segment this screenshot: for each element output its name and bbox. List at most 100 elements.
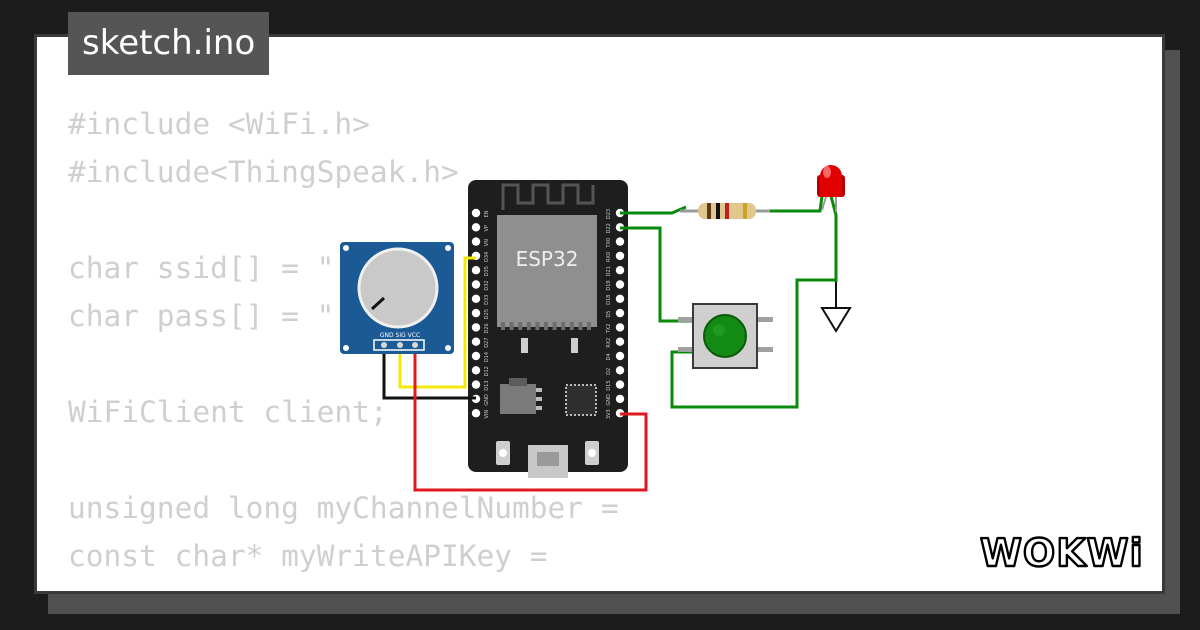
pin-label: VP [484, 225, 490, 231]
module-pads [501, 322, 591, 330]
header-pin-d15 [615, 380, 625, 389]
module-pad [569, 322, 574, 330]
antenna-trace [501, 183, 595, 210]
header-pin-vp [471, 223, 481, 232]
wire-resistor-led [768, 195, 824, 213]
pin-label: D13 [484, 380, 490, 390]
pin-label: D12 [484, 366, 490, 376]
pin-label: TX0 [606, 238, 612, 249]
pin-label: D15 [606, 380, 612, 390]
regulator-tab [509, 378, 527, 386]
module-pad [509, 322, 514, 330]
usb-uart-chip [565, 384, 597, 416]
header-pin-tx0 [615, 237, 625, 246]
led-red [817, 165, 845, 212]
potentiometer: GND SIG VCC [340, 242, 454, 354]
wire-gnd-black [382, 345, 476, 400]
regulator-leg [536, 397, 542, 401]
filename-tab: sketch.ino [68, 12, 270, 75]
module-pad [587, 322, 591, 330]
pin-label: D25 [484, 309, 490, 319]
pot-pin-labels: GND SIG VCC [380, 332, 420, 339]
wire-vcc-red [413, 345, 648, 492]
pin-label: D4 [606, 353, 612, 360]
code-line: unsigned long myChannelNumber = [68, 491, 637, 525]
header-pin-d14 [471, 351, 481, 361]
pin-label: D5 [606, 311, 612, 318]
code-line: WiFiClient client; [68, 395, 388, 429]
header-pin-en [471, 208, 481, 218]
header-pin-d32 [471, 280, 481, 289]
pin-label: VN [484, 239, 490, 246]
svg-text:WOKWi: WOKWi [980, 531, 1144, 574]
smd-pad [521, 338, 528, 353]
header-pin-vin [471, 409, 481, 418]
code-line: char pass[] = " [68, 299, 335, 333]
header-pin-d26 [471, 323, 481, 332]
module-pad [561, 322, 566, 330]
pin-label: D19 [606, 280, 612, 290]
esp32-label: ESP32 [516, 247, 579, 271]
pin-label: D34 [484, 252, 490, 262]
pin-label: D14 [484, 352, 490, 362]
pin-label: D26 [484, 323, 490, 333]
esp32-board: ESP32 ENVPVND34D35D32D33D25D26D27D14D12D… [468, 180, 628, 478]
header-pin-d25 [471, 308, 481, 318]
module-pad [501, 322, 505, 330]
code-line: #include <WiFi.h> [68, 107, 370, 141]
code-preview: #include <WiFi.h> #include<ThingSpeak.h> c… [68, 100, 636, 580]
module-pad [535, 322, 540, 330]
pin-label: RX0 [606, 252, 612, 262]
pin-label: D22 [606, 223, 612, 233]
regulator-leg [536, 388, 542, 392]
module-pad [578, 322, 583, 330]
pin-label: D2 [606, 368, 612, 375]
resistor [680, 203, 770, 219]
pin-label: D32 [484, 280, 490, 290]
pin-label: D18 [606, 295, 612, 305]
smd-pad [571, 338, 578, 353]
wokwi-logo: WOKWi [979, 530, 1144, 574]
header-pin-d12 [471, 366, 481, 375]
module-pad [518, 322, 523, 330]
header-pin-d18 [615, 294, 625, 303]
wire-led-ground [829, 195, 838, 282]
wire-signal-yellow [398, 256, 476, 389]
header-pin-vn [471, 237, 481, 246]
pin-label: D21 [606, 266, 612, 276]
en-button-cap [499, 449, 507, 457]
pin-label: TX2 [606, 324, 612, 335]
header-pin-tx2 [615, 323, 625, 332]
regulator-leg [536, 406, 542, 410]
pin-label: RX2 [606, 338, 612, 348]
ground-symbol [820, 282, 852, 333]
pin-label: D33 [484, 295, 490, 305]
pin-label: VIN [484, 410, 490, 419]
wire-button-input [620, 226, 694, 323]
header-pin-d27 [471, 337, 481, 346]
pin-label: EN [484, 210, 490, 217]
header-pin-d21 [615, 266, 625, 275]
header-pin-rx2 [615, 337, 625, 346]
pin-label: 3V3 [606, 409, 612, 419]
pin-label: GND [606, 394, 612, 406]
wire-button-ground [670, 278, 836, 409]
pin-label: D23 [606, 209, 612, 219]
header-pin-d19 [615, 280, 625, 289]
module-pad [526, 322, 531, 330]
header-pin-d13 [471, 380, 481, 389]
header-pin-d35 [471, 266, 481, 275]
left-header-pins: ENVPVND34D35D32D33D25D26D27D14D12D13GNDV… [471, 208, 490, 419]
header-pin-rx0 [615, 251, 625, 261]
module-pad [552, 322, 557, 330]
push-button [678, 303, 773, 369]
voltage-regulator [500, 384, 536, 414]
usb-port-opening [537, 452, 559, 466]
code-line: char ssid[] = " [68, 251, 335, 285]
header-pin-d5 [615, 308, 625, 318]
pin-label: GND [484, 394, 490, 406]
esp32-module-shield [497, 215, 597, 327]
code-line: #include<ThingSpeak.h> [68, 155, 459, 189]
header-pin-d33 [471, 294, 481, 303]
